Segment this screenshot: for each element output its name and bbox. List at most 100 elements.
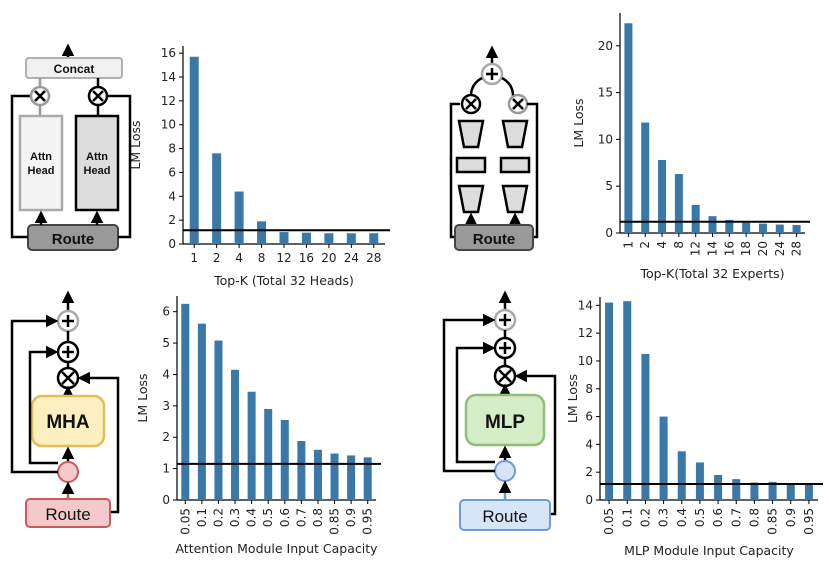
bar: [313, 449, 322, 500]
bar: [212, 153, 222, 244]
bar: [324, 233, 334, 244]
add-glyph: [62, 315, 74, 327]
left-bypass-line: [449, 102, 460, 239]
x-tick-label: 18: [739, 241, 753, 256]
bar: [363, 457, 372, 500]
expert-2-core: [499, 156, 531, 174]
bar: [280, 419, 289, 500]
y-tick-label: 0: [605, 226, 613, 240]
attn-head-box-1: [18, 114, 64, 212]
bar: [257, 221, 267, 244]
bar: [775, 224, 784, 233]
bar: [758, 223, 767, 233]
left-bypass-line: [10, 94, 30, 239]
x-tick-label: 0.05: [602, 508, 616, 535]
y-tick-label: 14: [161, 70, 176, 84]
expert-2-up-proj: [501, 119, 529, 149]
y-tick-label: 10: [161, 118, 176, 132]
diagram-mha: MHA Route: [10, 290, 120, 528]
multiply-glyph: [61, 371, 75, 385]
x-tick-label: 28: [790, 241, 804, 256]
bar: [742, 222, 751, 233]
y-tick-label: 10: [578, 354, 593, 368]
bar: [330, 453, 339, 500]
x-axis-label: Attention Module Input Capacity: [175, 541, 378, 556]
bar: [786, 484, 795, 500]
multiply-glyph: [34, 90, 46, 102]
x-tick-label: 0.4: [675, 508, 689, 527]
residual-line: [442, 313, 496, 473]
y-tick-label: 2: [162, 430, 170, 444]
y-tick-label: 2: [585, 465, 593, 479]
bar: [677, 451, 686, 500]
bar: [714, 474, 723, 500]
route-box: [25, 498, 111, 528]
x-tick-label: 16: [299, 251, 314, 265]
x-tick-label: 0.95: [361, 508, 375, 535]
connector-line: [469, 76, 483, 97]
x-tick-label: 0.5: [261, 508, 275, 527]
y-tick-label: 1: [162, 462, 170, 476]
residual-line: [28, 345, 59, 465]
y-tick-label: 4: [168, 189, 176, 203]
bar: [695, 462, 704, 500]
y-tick-label: 5: [605, 179, 613, 193]
concat-label: Concat: [54, 62, 95, 76]
x-tick-label: 20: [321, 251, 336, 265]
bar: [641, 122, 650, 233]
bar: [725, 219, 734, 233]
route-weight-line: [77, 371, 120, 514]
bar: [624, 23, 633, 234]
x-tick-label: 8: [672, 241, 686, 249]
bar: [231, 369, 240, 500]
x-tick-label: 0.9: [784, 508, 798, 527]
add-glyph: [486, 68, 498, 80]
bar: [659, 416, 668, 500]
y-tick-label: 0: [162, 493, 170, 507]
y-tick-label: 8: [585, 382, 593, 396]
y-axis-label: LM Loss: [135, 373, 150, 422]
x-tick-label: 0.05: [178, 508, 192, 535]
bar: [768, 481, 777, 500]
x-tick-label: 0.8: [311, 508, 325, 527]
bar: [804, 484, 813, 500]
connector-line: [501, 76, 515, 97]
bar: [605, 302, 614, 500]
mlp-label: MLP: [485, 412, 525, 433]
y-tick-label: 5: [162, 336, 170, 350]
bar: [279, 232, 289, 244]
router-gate-icon: [57, 461, 79, 483]
bar: [674, 174, 683, 233]
x-tick-label: 0.6: [278, 508, 292, 527]
x-tick-label: 4: [235, 251, 243, 265]
bar: [792, 225, 801, 233]
attn-head-1-line2: Head: [28, 165, 55, 177]
mha-module-box: [30, 394, 106, 448]
bar: [658, 159, 667, 233]
expert-1-core: [455, 156, 487, 174]
x-tick-label: 24: [344, 251, 359, 265]
x-tick-label: 0.3: [657, 508, 671, 527]
bar: [750, 482, 759, 500]
add-glyph: [499, 314, 511, 326]
diagram-attention-heads: Concat Route Attn Head Attn Head: [10, 43, 132, 251]
add-glyph: [499, 342, 511, 354]
attn-head-2-line2: Head: [84, 165, 111, 177]
x-tick-label: 0.7: [729, 508, 743, 527]
y-axis-label: LM Loss: [128, 120, 143, 169]
x-tick-label: 0.3: [228, 508, 242, 527]
y-tick-label: 8: [168, 142, 176, 156]
attn-head-box-2: [74, 114, 120, 212]
expert-1-up-proj: [457, 119, 485, 149]
x-tick-label: 24: [773, 241, 787, 256]
bar: [247, 391, 256, 500]
x-axis-label: Top-K (Total 32 Heads): [213, 273, 354, 288]
router-gate-icon: [494, 460, 516, 482]
route-label: Route: [473, 231, 516, 248]
route-label: Route: [52, 231, 95, 248]
x-tick-label: 28: [366, 251, 381, 265]
x-tick-label: 12: [276, 251, 291, 265]
